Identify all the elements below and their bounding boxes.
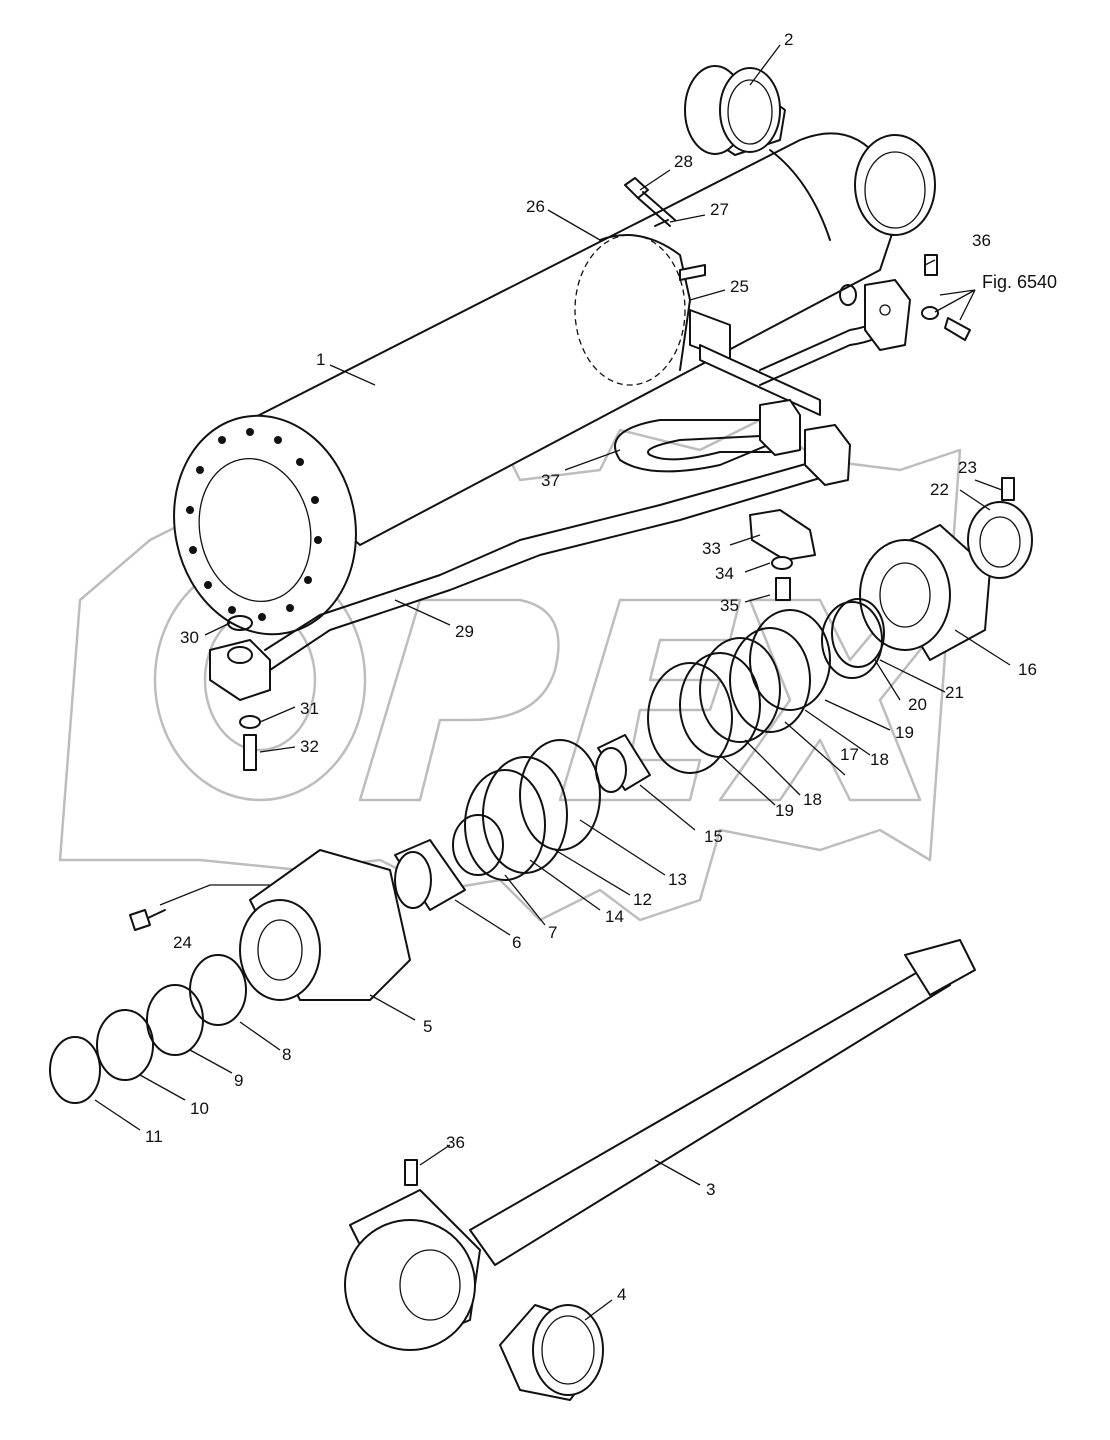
nut-22 [967, 501, 1033, 579]
bushing-6 [394, 839, 466, 911]
washer-34 [771, 556, 793, 570]
callout-20: 20 [908, 695, 927, 714]
bolt-35 [775, 577, 791, 601]
gland-seals-8-11 [49, 954, 247, 1104]
callout-34: 34 [715, 564, 734, 583]
callout-13: 13 [668, 870, 687, 889]
bolt-24 [129, 909, 151, 931]
callout-14: 14 [605, 907, 624, 926]
callout-10: 10 [190, 1099, 209, 1118]
callout-37: 37 [541, 471, 560, 490]
callout-8: 8 [282, 1045, 291, 1064]
callout-36a: 36 [972, 231, 991, 250]
callout-4: 4 [617, 1285, 626, 1304]
set-screw-23 [1001, 477, 1015, 501]
callout-19a: 19 [895, 723, 914, 742]
callout-33: 33 [702, 539, 721, 558]
grease-nipple-36-upper [924, 254, 938, 276]
piston-rod-3 [344, 939, 976, 1351]
pipe-29 [264, 459, 831, 671]
callout-2: 2 [784, 30, 793, 49]
clip-33 [749, 509, 816, 561]
figure-reference: Fig. 6540 [982, 272, 1057, 292]
callout-5: 5 [423, 1017, 432, 1036]
seal-rings-7-14 [452, 739, 601, 881]
callout-27: 27 [710, 200, 729, 219]
callout-6: 6 [512, 933, 521, 952]
callout-labels: 1 2 3 4 5 6 7 8 9 10 11 12 13 14 15 16 1… [145, 30, 1057, 1304]
callout-35: 35 [720, 596, 739, 615]
callout-7: 7 [548, 923, 557, 942]
callout-30: 30 [180, 628, 199, 647]
bolt-28 [624, 177, 676, 227]
callout-23: 23 [958, 458, 977, 477]
callout-22: 22 [930, 480, 949, 499]
flange-block-upper [839, 279, 911, 351]
flange-block-lower [209, 615, 271, 701]
callout-3: 3 [706, 1180, 715, 1199]
callout-15: 15 [704, 827, 723, 846]
bolt-24-shank [147, 909, 166, 919]
flange-bolt-holes [186, 428, 322, 621]
bushing-2 [684, 65, 786, 156]
callout-28: 28 [674, 152, 693, 171]
gland-5 [239, 849, 411, 1001]
callout-36b: 36 [446, 1133, 465, 1152]
clamp-band [574, 234, 821, 416]
cylinder-barrel [173, 132, 936, 636]
callout-26: 26 [526, 197, 545, 216]
callout-24: 24 [173, 933, 192, 952]
callout-16: 16 [1018, 660, 1037, 679]
key-27 [654, 219, 669, 227]
grease-nipple-36-lower [404, 1159, 418, 1186]
leader-lines [94, 44, 1011, 1321]
callout-12: 12 [633, 890, 652, 909]
callout-32: 32 [300, 737, 319, 756]
bushing-4 [499, 1304, 604, 1401]
callout-17: 17 [840, 745, 859, 764]
callout-11: 11 [145, 1127, 163, 1146]
callout-21: 21 [945, 683, 964, 702]
callout-18a: 18 [870, 750, 889, 769]
callout-31: 31 [300, 699, 319, 718]
callout-25: 25 [730, 277, 749, 296]
callout-29: 29 [455, 622, 474, 641]
bushing-15 [595, 734, 651, 793]
washer-upper [921, 306, 939, 320]
screw-upper [944, 317, 971, 341]
callout-1: 1 [316, 350, 325, 369]
callout-19b: 19 [775, 801, 794, 820]
callout-18b: 18 [803, 790, 822, 809]
callout-9: 9 [234, 1071, 243, 1090]
washer-31 [239, 715, 261, 729]
bolt-32 [243, 734, 257, 771]
flange-block-mid [759, 399, 851, 486]
seal-rings-17-21 [647, 598, 885, 774]
